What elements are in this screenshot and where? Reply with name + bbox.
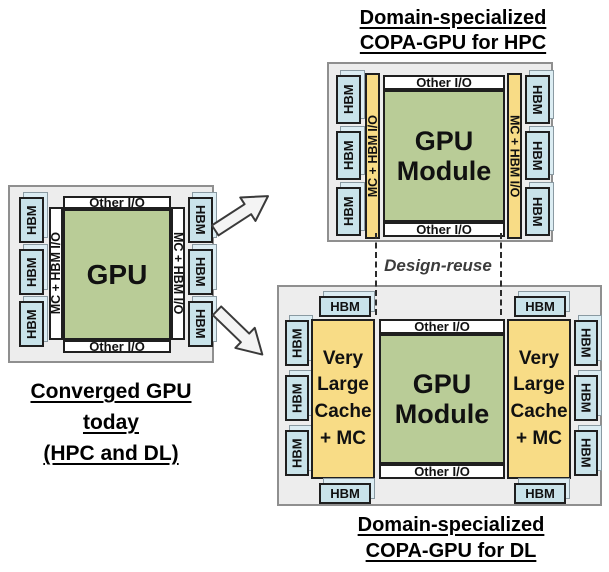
mc-hbm-io-label: MC + HBM I/O <box>365 114 380 198</box>
gpu-label: GPU <box>86 258 148 290</box>
hbm-chip: HBM <box>336 182 365 236</box>
hbm-chip: HBM <box>188 296 217 347</box>
hbm-label: HBM <box>19 249 44 295</box>
hbm-chip: HBM <box>319 478 375 504</box>
hbm-label: HBM <box>319 296 371 317</box>
hbm-chip: HBM <box>188 244 217 295</box>
design-reuse-dash-right <box>500 233 502 315</box>
other-io-bar-top: Other I/O <box>379 319 505 334</box>
hbm-label: HBM <box>514 296 566 317</box>
hbm-chip: HBM <box>19 296 48 347</box>
gpu-module-box: GPU Module <box>383 90 505 222</box>
other-io-bar-bottom: Other I/O <box>379 464 505 479</box>
very-large-cache-left: Very Large Cache + MC <box>311 319 375 479</box>
other-io-label: Other I/O <box>414 319 470 334</box>
mc-hbm-io-strip-left: MC + HBM I/O <box>49 207 63 340</box>
mc-hbm-io-strip-right: MC + HBM I/O <box>507 73 522 239</box>
mc-hbm-io-label: MC + HBM I/O <box>507 114 522 198</box>
mc-hbm-io-label: MC + HBM I/O <box>49 232 63 315</box>
hbm-chip: HBM <box>19 192 48 243</box>
hbm-label: HBM <box>285 320 309 366</box>
hbm-label: HBM <box>525 131 550 180</box>
hbm-label: HBM <box>525 187 550 236</box>
design-reuse-label: Design-reuse <box>384 256 492 275</box>
hbm-label: HBM <box>336 131 361 180</box>
hbm-chip: HBM <box>514 291 570 317</box>
hbm-label: HBM <box>574 375 598 421</box>
hbm-chip: HBM <box>336 70 365 124</box>
gpu-module-box: GPU Module <box>379 334 505 464</box>
caption-copa-dl: Domain-specialized COPA-GPU for DL <box>296 512 606 564</box>
hbm-label: HBM <box>19 197 44 243</box>
hbm-label: HBM <box>574 430 598 476</box>
hbm-label: HBM <box>188 301 213 347</box>
hbm-chip: HBM <box>574 315 602 366</box>
hbm-chip: HBM <box>525 70 554 124</box>
hbm-label: HBM <box>188 197 213 243</box>
other-io-bar-bottom: Other I/O <box>383 222 505 237</box>
very-large-cache-right: Very Large Cache + MC <box>507 319 571 479</box>
diagram-copa-hpc: HBM HBM HBM MC + HBM I/O Other I/O GPU M… <box>327 62 554 242</box>
other-io-label: Other I/O <box>414 464 470 479</box>
caption-copa-hpc-line1: Domain-specialized <box>359 7 547 29</box>
caption-converged-line2: (HPC and DL) <box>43 442 179 465</box>
very-large-cache-label: Very Large Cache + MC <box>510 347 568 449</box>
diagram-copa-dl: HBM HBM HBM HBM HBM Very Large Cache + M… <box>277 285 602 506</box>
caption-copa-hpc-line2: COPA-GPU for HPC <box>359 32 547 54</box>
diagram-converged-gpu: HBM HBM HBM MC + HBM I/O Other I/O GPU O… <box>8 185 217 363</box>
hbm-label: HBM <box>285 430 309 476</box>
hbm-chip: HBM <box>336 126 365 180</box>
gpu-box: GPU <box>63 209 171 340</box>
hbm-label: HBM <box>19 301 44 347</box>
gpu-module-label: GPU Module <box>396 125 492 186</box>
hbm-label: HBM <box>285 375 309 421</box>
hbm-label: HBM <box>319 483 371 504</box>
mc-hbm-io-strip-left: MC + HBM I/O <box>365 73 380 239</box>
other-io-bar-top: Other I/O <box>63 195 171 210</box>
caption-copa-dl-line2: COPA-GPU for DL <box>365 540 537 562</box>
design-reuse-dash-left <box>375 233 377 315</box>
hbm-label: HBM <box>188 249 213 295</box>
hbm-label: HBM <box>336 75 361 124</box>
caption-converged-line1: Converged GPU today <box>30 380 192 434</box>
hbm-label: HBM <box>336 187 361 236</box>
hbm-chip: HBM <box>514 478 570 504</box>
hbm-chip: HBM <box>319 291 375 317</box>
hbm-chip: HBM <box>19 244 48 295</box>
gpu-module-label: GPU Module <box>394 368 490 429</box>
hbm-chip: HBM <box>285 370 313 421</box>
hbm-chip: HBM <box>188 192 217 243</box>
hbm-chip: HBM <box>285 315 313 366</box>
other-io-label: Other I/O <box>416 222 472 237</box>
caption-copa-hpc: Domain-specialized COPA-GPU for HPC <box>300 6 606 56</box>
hbm-label: HBM <box>514 483 566 504</box>
hbm-label: HBM <box>574 320 598 366</box>
other-io-label: Other I/O <box>416 75 472 90</box>
hbm-chip: HBM <box>285 425 313 476</box>
hbm-chip: HBM <box>574 370 602 421</box>
other-io-label: Other I/O <box>89 339 145 354</box>
hbm-chip: HBM <box>574 425 602 476</box>
arrow-to-dl-icon <box>211 305 264 356</box>
mc-hbm-io-strip-right: MC + HBM I/O <box>171 207 185 340</box>
mc-hbm-io-label: MC + HBM I/O <box>171 232 185 315</box>
hbm-chip: HBM <box>525 182 554 236</box>
hbm-label: HBM <box>525 75 550 124</box>
other-io-bar-bottom: Other I/O <box>63 339 171 354</box>
other-io-bar-top: Other I/O <box>383 75 505 90</box>
caption-copa-dl-line1: Domain-specialized <box>357 514 545 536</box>
arrow-to-hpc-icon <box>210 195 269 237</box>
other-io-label: Other I/O <box>89 195 145 210</box>
caption-converged-gpu: Converged GPU today (HPC and DL) <box>0 376 222 469</box>
hbm-chip: HBM <box>525 126 554 180</box>
very-large-cache-label: Very Large Cache + MC <box>314 347 372 449</box>
